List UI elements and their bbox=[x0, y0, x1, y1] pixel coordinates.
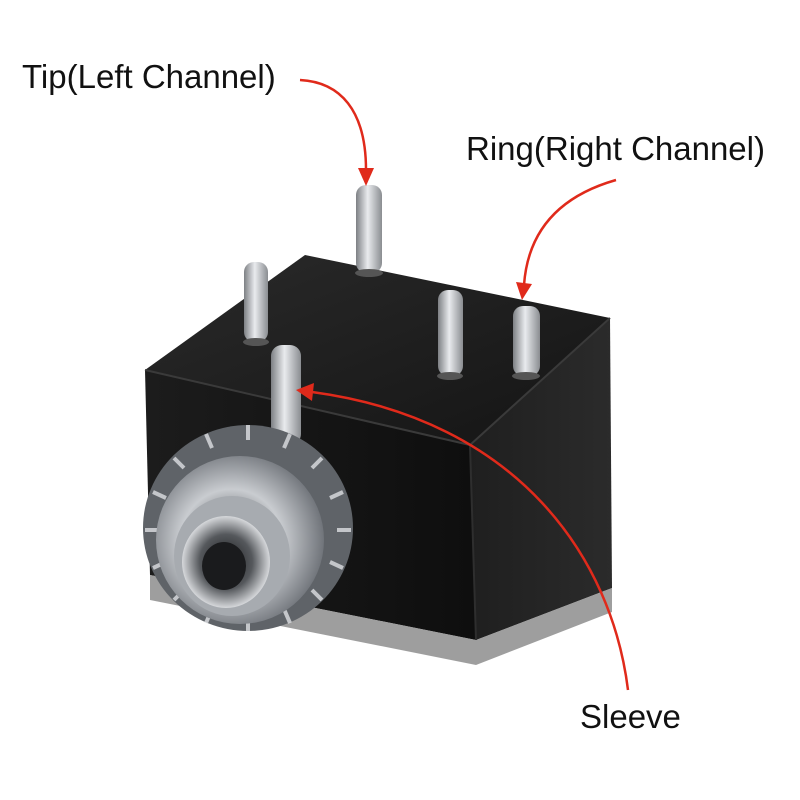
ring-arrowhead bbox=[516, 282, 532, 300]
sleeve-arrowhead bbox=[296, 383, 314, 401]
pin-back-left bbox=[243, 262, 269, 346]
ring-label: Ring(Right Channel) bbox=[466, 130, 765, 167]
tip-label: Tip(Left Channel) bbox=[22, 58, 276, 95]
pin-middle bbox=[437, 290, 463, 380]
ring-arrow-line bbox=[522, 178, 617, 286]
jack-side-face bbox=[470, 318, 612, 640]
sleeve-label: Sleeve bbox=[580, 698, 681, 735]
tip-arrowhead bbox=[358, 168, 374, 186]
jack-base-strip bbox=[150, 575, 612, 665]
annotation-arrows bbox=[299, 78, 630, 691]
sleeve-arrow-line bbox=[311, 390, 630, 691]
annotation-arrowheads bbox=[296, 168, 532, 401]
tip-arrow-line bbox=[299, 78, 368, 171]
threaded-nut bbox=[143, 425, 353, 631]
pin-tip bbox=[355, 185, 383, 277]
pin-ring bbox=[512, 306, 540, 380]
